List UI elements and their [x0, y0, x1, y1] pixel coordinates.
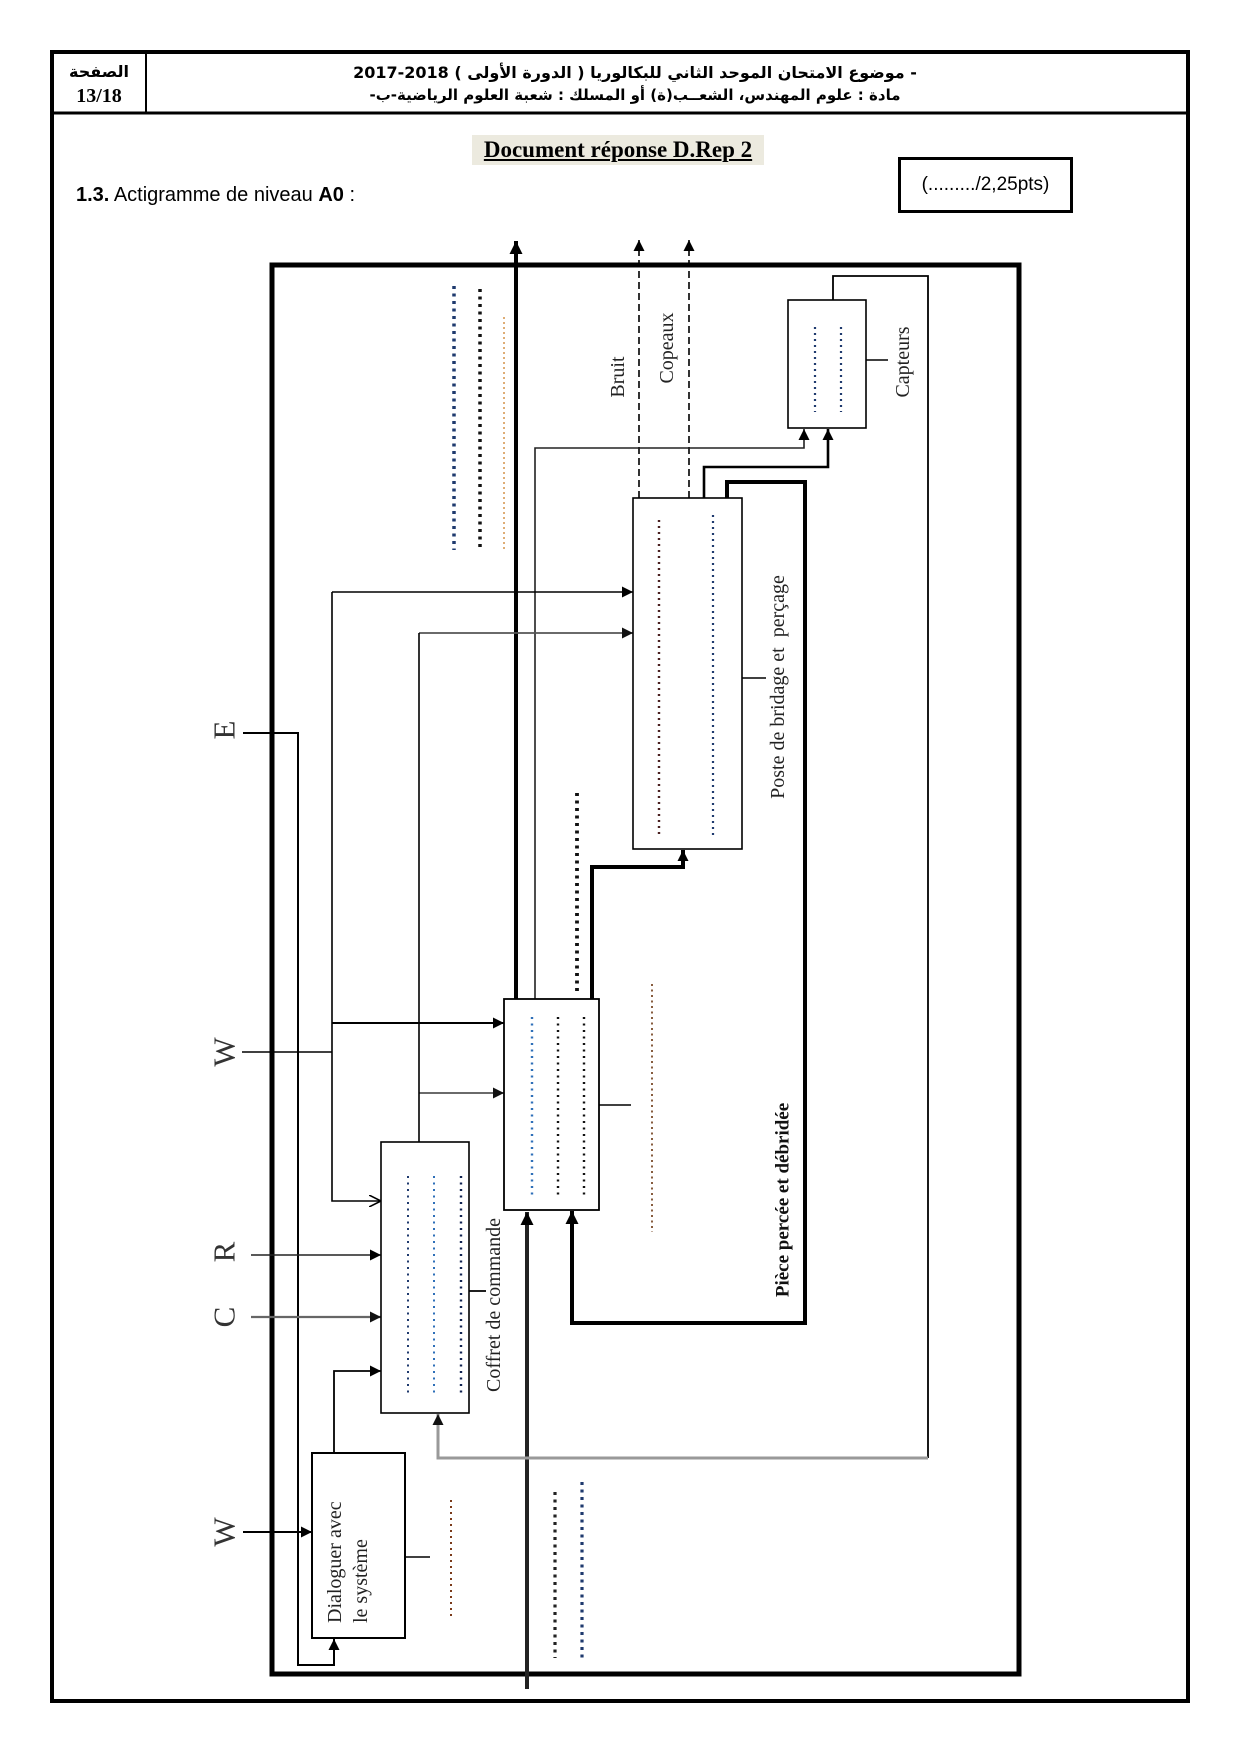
dialoguer-label-line1: Dialoguer avec — [324, 1501, 346, 1623]
page-number: 13/18 — [76, 85, 122, 107]
score-text: (........./2,25pts) — [921, 174, 1050, 195]
diagram-labels: E W R C W Bruit Copeaux Capteurs Poste d… — [207, 312, 915, 1623]
input-c-label: C — [207, 1307, 242, 1328]
dialoguer-label-line2: le système — [350, 1539, 372, 1623]
poste-box — [632, 497, 743, 850]
poste-label: Poste de bridage et perçage — [767, 575, 789, 799]
w-distribution-line — [331, 592, 381, 1201]
input-w-upper-label: W — [207, 1037, 242, 1067]
coffret-label: Coffret de commande — [483, 1218, 505, 1392]
exam-title-line1: - موضوع الامتحان الموحد الثاني للبكالوري… — [353, 63, 917, 82]
question-level: A0 — [318, 184, 344, 206]
poste-to-capteurs-arrow — [702, 429, 834, 498]
input-w-lower-label: W — [207, 1517, 242, 1547]
coffret-box — [380, 1141, 470, 1414]
actigram-frame — [269, 262, 1022, 1677]
input-e-label: E — [207, 721, 242, 740]
dialoguer-to-coffret-arrow — [333, 1365, 381, 1453]
question-suffix: : — [343, 184, 356, 206]
capteurs-box — [787, 299, 867, 429]
answer-blanks — [407, 286, 843, 1658]
dispatch-to-poste-arrow — [590, 850, 689, 999]
piece-percee-return-arrow — [565, 480, 807, 1325]
score-box: (........./2,25pts) — [898, 157, 1073, 213]
e-to-dialoguer-arrow — [243, 732, 340, 1666]
page-label: الصفحة — [68, 62, 129, 81]
capteurs-label: Capteurs — [892, 326, 914, 397]
flows — [242, 240, 929, 1689]
function-boxes — [311, 299, 867, 1639]
page-border — [50, 50, 1190, 1703]
dispatch-to-capteurs-arrow — [534, 429, 810, 999]
piece-percee-label: Pièce percée et débridée — [773, 1103, 794, 1297]
question-text: Actigramme de niveau — [109, 184, 319, 206]
question-number: 1.3. — [76, 184, 110, 206]
document-title: Document réponse D.Rep 2 — [472, 135, 764, 165]
capteurs-feedback-arrow — [432, 1414, 928, 1460]
dialoguer-box — [311, 1452, 406, 1639]
capteurs-feedback-line — [832, 275, 929, 1458]
dispatch-box — [503, 998, 600, 1211]
question-heading: 1.3. Actigramme de niveau A0 : — [76, 184, 355, 206]
copeaux-label: Copeaux — [656, 312, 678, 383]
bruit-label: Bruit — [607, 356, 629, 398]
exam-title-line2: مادة : علوم المهندس، الشعــب(ة) أو المسل… — [369, 86, 901, 104]
input-r-label: R — [207, 1241, 242, 1262]
